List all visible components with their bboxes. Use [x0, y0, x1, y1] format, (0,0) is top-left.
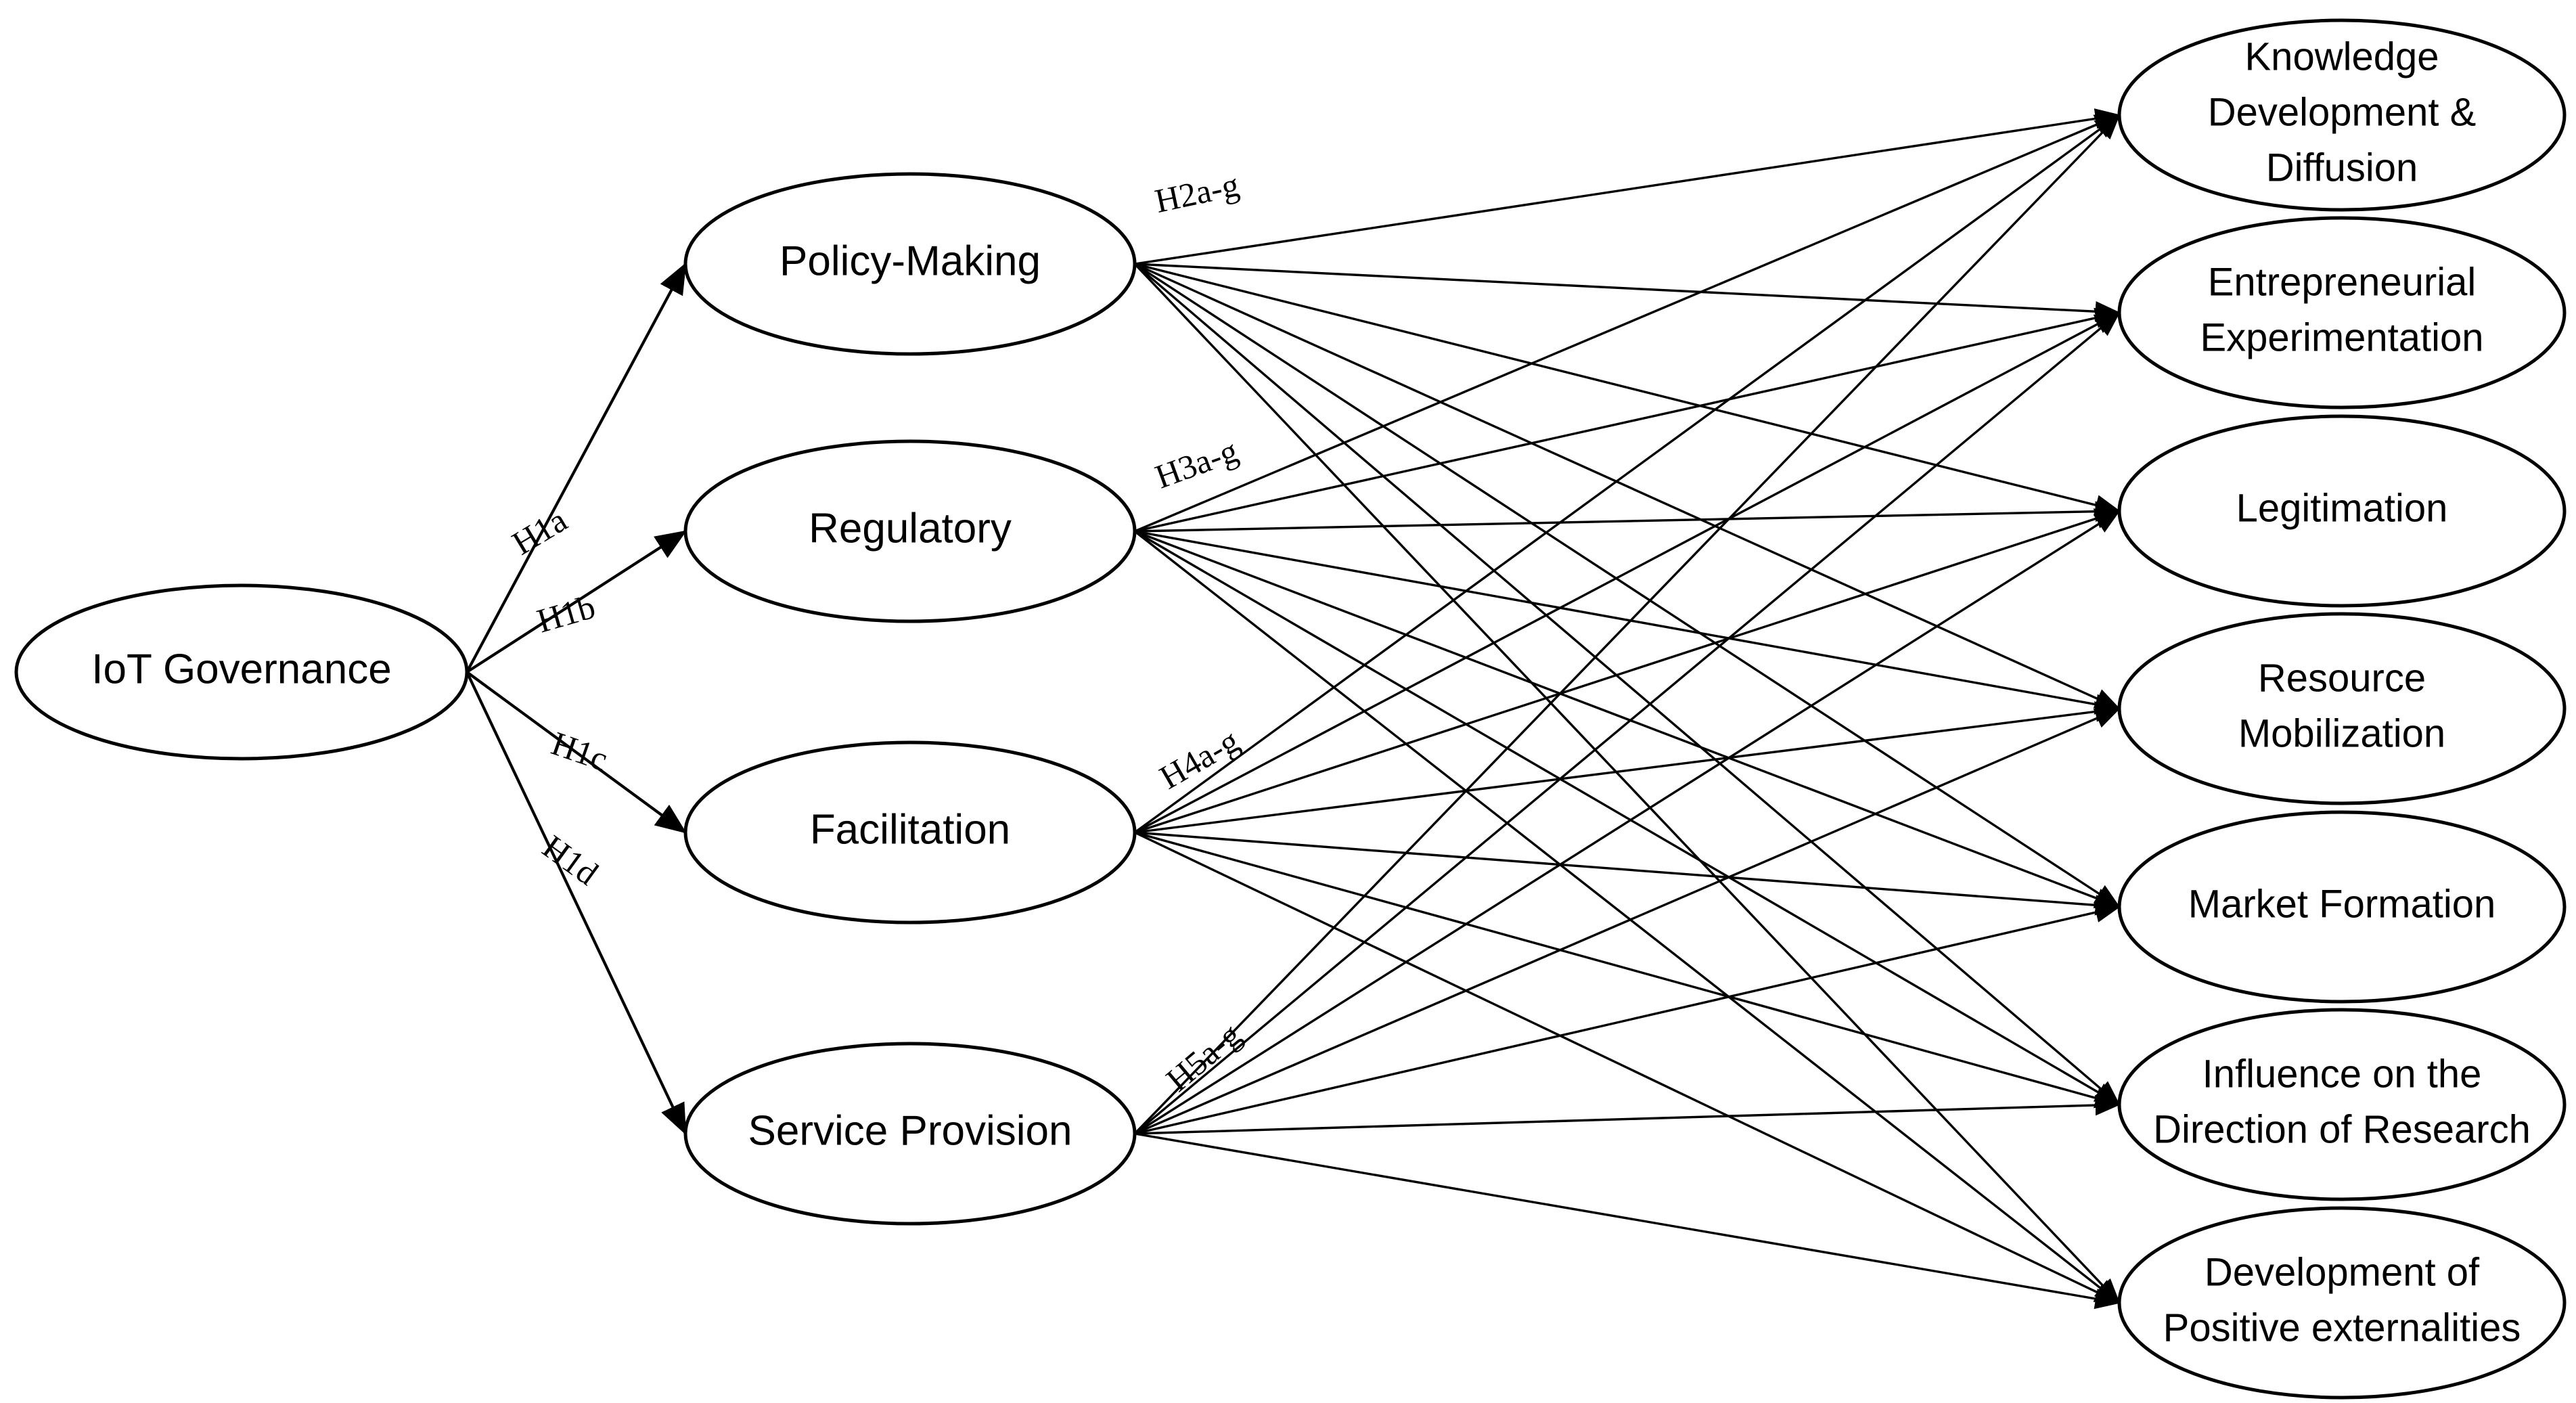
edge-h1d	[466, 671, 687, 1136]
outcome-node-market-formation[interactable]: Market Formation	[2117, 810, 2567, 1004]
node-ellipse-resource-mobilization[interactable]	[2117, 612, 2567, 805]
node-label-regulatory: Regulatory	[809, 505, 1012, 552]
node-ellipse-development-positive-externalities[interactable]	[2117, 1206, 2567, 1400]
edge-h2f	[1133, 263, 2121, 1106]
mediator-node-service-provision[interactable]: Service Provision	[683, 1042, 1137, 1226]
node-ellipse-regulatory[interactable]	[683, 439, 1137, 623]
edge-h3f	[1134, 530, 2121, 1106]
node-ellipse-iot-governance[interactable]	[14, 583, 469, 761]
edge-h3c	[1134, 501, 2121, 533]
mediator-node-regulatory[interactable]: Regulatory	[683, 439, 1137, 623]
node-label-iot-governance: IoT Governance	[91, 646, 391, 692]
edge-h1a	[466, 262, 687, 673]
node-ellipse-policy-making[interactable]	[683, 172, 1137, 356]
edge-label-h3: H3a-g	[1150, 431, 1243, 495]
node-label-resource-mobilization: Resource	[2258, 656, 2426, 700]
node-label-development-positive-externalities: Development of	[2205, 1250, 2480, 1294]
edge-h2c	[1134, 263, 2121, 516]
edge-h1c	[466, 671, 687, 834]
edge-h5a	[1133, 114, 2121, 1135]
edge-h4b	[1134, 311, 2121, 834]
edge-h3a	[1134, 114, 2121, 533]
edge-h2b	[1134, 263, 2121, 322]
edge-h5c	[1134, 510, 2121, 1135]
edge-h2g	[1133, 263, 2121, 1304]
edge-h5d	[1134, 707, 2121, 1135]
node-label-knowledge-development-diffusion: Knowledge	[2245, 35, 2439, 79]
mediator-node-facilitation[interactable]: Facilitation	[683, 740, 1137, 925]
node-ellipse-service-provision[interactable]	[683, 1042, 1137, 1226]
edge-h2e	[1134, 263, 2121, 908]
node-label-influence-direction-of-research: Influence on the	[2202, 1052, 2482, 1096]
edge-h4g	[1134, 831, 2121, 1304]
edge-h5b	[1133, 311, 2121, 1135]
edge-label-h1b: H1b	[533, 587, 599, 640]
node-label-knowledge-development-diffusion: Development &	[2208, 90, 2477, 134]
edge-label-h1c: H1c	[547, 724, 612, 778]
edge-h3g	[1133, 530, 2121, 1304]
node-label-resource-mobilization: Mobilization	[2238, 711, 2445, 755]
node-label-service-provision: Service Provision	[748, 1107, 1072, 1154]
node-label-market-formation: Market Formation	[2188, 882, 2495, 926]
node-label-knowledge-development-diffusion: Diffusion	[2266, 146, 2418, 190]
node-ellipse-knowledge-development-diffusion[interactable]	[2117, 18, 2567, 212]
edge-h3d	[1134, 530, 2121, 715]
edge-h1b	[466, 530, 687, 673]
edge-h2a	[1134, 108, 2121, 265]
node-label-policy-making: Policy-Making	[779, 238, 1041, 284]
outcome-node-development-positive-externalities[interactable]: Development of Positive externalities	[2117, 1206, 2567, 1400]
edge-h5f	[1134, 1094, 2121, 1135]
node-label-facilitation: Facilitation	[810, 806, 1010, 853]
edge-h2d	[1134, 263, 2121, 710]
edge-label-h5: H5a-g	[1159, 1015, 1248, 1098]
node-label-influence-direction-of-research: Direction of Research	[2153, 1107, 2531, 1151]
source-node-iot-governance[interactable]: IoT Governance	[14, 583, 469, 761]
edge-label-h2: H2a-g	[1152, 165, 1242, 220]
node-label-development-positive-externalities: Positive externalities	[2163, 1306, 2521, 1350]
node-label-entrepreneurial-experimentation: Entrepreneurial	[2208, 260, 2477, 304]
outcome-node-legitimation[interactable]: Legitimation	[2117, 414, 2567, 608]
node-ellipse-market-formation[interactable]	[2117, 810, 2567, 1004]
edge-h4a	[1133, 114, 2121, 834]
edge-label-h1a: H1a	[505, 501, 573, 562]
node-ellipse-legitimation[interactable]	[2117, 414, 2567, 608]
edge-h4f	[1134, 831, 2121, 1109]
edge-h4e	[1134, 831, 2121, 916]
node-ellipse-influence-direction-of-research[interactable]	[2117, 1008, 2567, 1201]
node-ellipse-entrepreneurial-experimentation[interactable]	[2117, 216, 2567, 409]
node-ellipse-facilitation[interactable]	[683, 740, 1137, 925]
node-label-legitimation: Legitimation	[2236, 486, 2448, 530]
edges-layer	[466, 108, 2121, 1310]
node-label-entrepreneurial-experimentation: Experimentation	[2200, 315, 2483, 359]
mediator-node-policy-making[interactable]: Policy-Making	[683, 172, 1137, 356]
edge-h5g	[1134, 1132, 2121, 1310]
edge-h5e	[1134, 902, 2121, 1135]
edge-h4c	[1134, 508, 2121, 834]
nodes-layer: IoT Governance Policy-MakingRegulatoryFac…	[14, 18, 2567, 1400]
edge-h3e	[1134, 530, 2121, 908]
edge-h3b	[1134, 307, 2121, 533]
edge-h4d	[1134, 701, 2121, 834]
